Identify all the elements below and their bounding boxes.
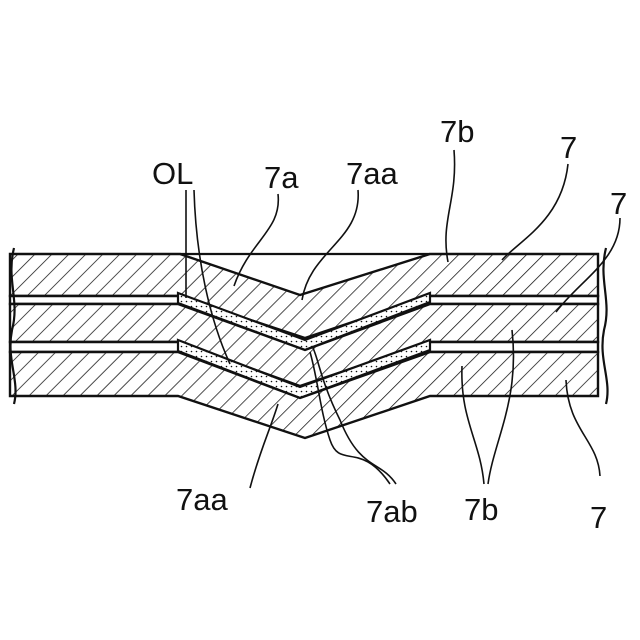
right-break-edge — [602, 248, 607, 404]
label-7b-bottom: 7b — [464, 492, 498, 527]
label-ol: OL — [152, 156, 193, 191]
leader-7a — [234, 194, 278, 286]
label-7-lower: 7 — [590, 500, 607, 535]
label-7-upper: 7 — [560, 130, 577, 165]
label-7aa-bottom: 7aa — [176, 482, 228, 517]
leader-7-upper — [502, 164, 568, 260]
label-7ab: 7ab — [366, 494, 418, 529]
label-7aa-top: 7aa — [346, 156, 398, 191]
label-7a: 7a — [264, 160, 299, 195]
label-7-mid: 7 — [610, 186, 627, 221]
leader-7b-top — [446, 150, 455, 262]
label-7b-top: 7b — [440, 114, 474, 149]
